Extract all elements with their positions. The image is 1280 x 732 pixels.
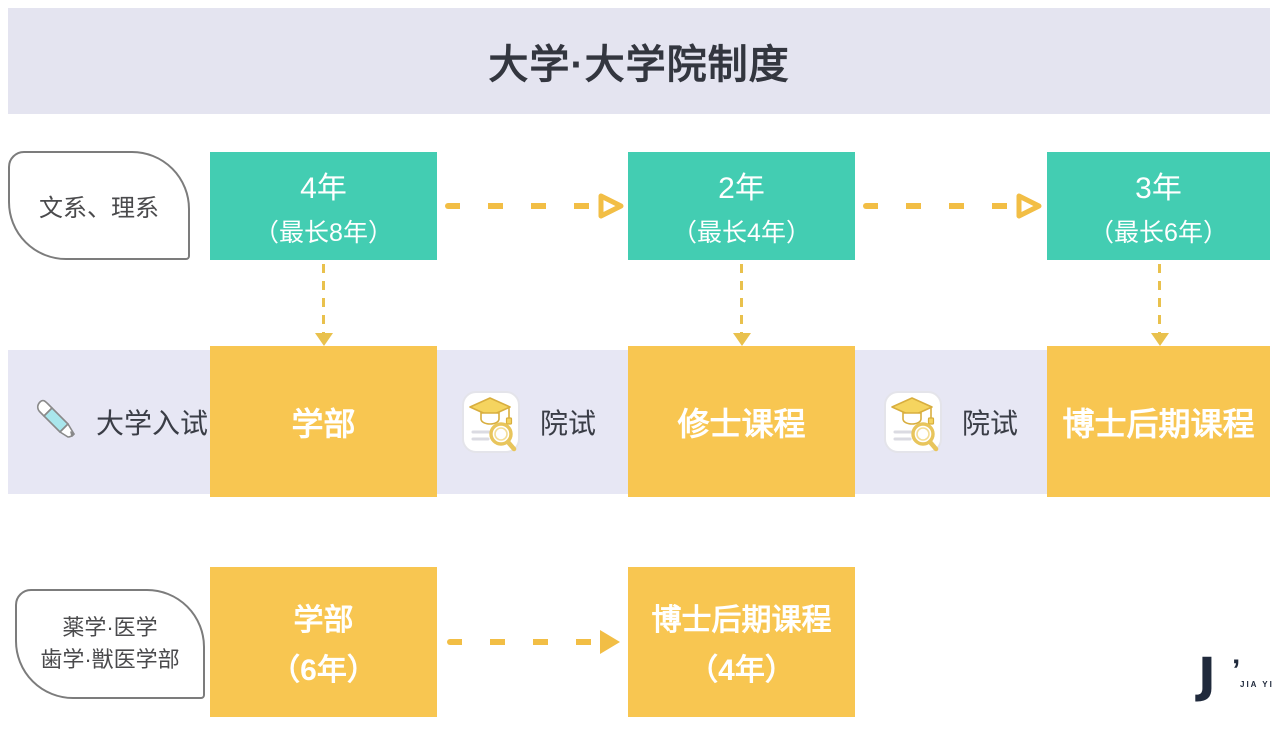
arrow-master-to-doctor bbox=[863, 203, 1015, 209]
arrowhead-hollow-right-icon bbox=[1016, 193, 1042, 219]
stage-medical-undergrad: 学部 （6年） bbox=[210, 567, 437, 717]
track-label-general-text: 文系、理系 bbox=[39, 195, 159, 222]
arrowhead-right-icon bbox=[600, 630, 620, 654]
stage-line2: （最长8年） bbox=[254, 219, 393, 247]
stage-line2: （6年） bbox=[270, 654, 377, 687]
arrowhead-down-icon bbox=[733, 333, 751, 346]
arrow-medical-to-doctor bbox=[447, 639, 597, 645]
stage-line1: 学部 bbox=[293, 604, 354, 637]
exam-doc-icon bbox=[462, 391, 520, 453]
grad-exam-label: 院试 bbox=[962, 408, 1019, 439]
arrowhead-down-icon bbox=[315, 333, 333, 346]
grad-exam-label: 院试 bbox=[540, 408, 597, 439]
stage-line1: 2年 bbox=[718, 172, 765, 205]
program-undergrad: 学部 bbox=[210, 346, 437, 497]
program-label: 学部 bbox=[291, 405, 356, 442]
stage-line2: （4年） bbox=[688, 654, 795, 687]
arrow-undergrad-to-master bbox=[445, 203, 597, 209]
stage-line1: 3年 bbox=[1135, 172, 1182, 205]
stage-doctor-duration: 3年 （最长6年） bbox=[1047, 152, 1270, 260]
grad-exam-group-2: 院试 bbox=[882, 350, 1018, 494]
entrance-exam-group: 大学入试 bbox=[30, 350, 208, 494]
arrow-down-master bbox=[740, 264, 743, 334]
entrance-exam-label: 大学入试 bbox=[96, 408, 209, 439]
program-doctor: 博士后期课程 bbox=[1047, 346, 1270, 497]
logo-letter: J bbox=[1198, 648, 1216, 704]
stage-line2: （最长4年） bbox=[672, 219, 811, 247]
track-label-general: 文系、理系 bbox=[8, 151, 190, 260]
arrowhead-hollow-right-icon bbox=[598, 193, 624, 219]
header-banner: 大学·大学院制度 bbox=[8, 8, 1270, 114]
track-label-medical-line1: 薬学·医学 bbox=[62, 615, 158, 640]
page-title: 大学·大学院制度 bbox=[488, 43, 790, 87]
pencil-icon bbox=[36, 399, 75, 438]
program-master: 修士课程 bbox=[628, 346, 855, 497]
arrow-down-undergrad bbox=[322, 264, 325, 334]
stage-undergrad-duration: 4年 （最长8年） bbox=[210, 152, 437, 260]
logo-subtext: JIA YI bbox=[1240, 680, 1274, 689]
arrow-down-doctor bbox=[1158, 264, 1161, 334]
arrowhead-down-icon bbox=[1151, 333, 1169, 346]
logo-apostrophe: ’ bbox=[1232, 654, 1241, 687]
stage-line2: （最长6年） bbox=[1089, 219, 1228, 247]
stage-line1: 4年 bbox=[300, 172, 347, 205]
stage-line1: 博士后期课程 bbox=[651, 604, 832, 637]
stage-medical-doctor: 博士后期课程 （4年） bbox=[628, 567, 855, 717]
grad-exam-group-1: 院试 bbox=[460, 350, 596, 494]
stage-master-duration: 2年 （最长4年） bbox=[628, 152, 855, 260]
program-label: 修士课程 bbox=[677, 405, 806, 442]
program-label: 博士后期课程 bbox=[1062, 405, 1255, 442]
exam-doc-icon bbox=[884, 391, 942, 453]
track-label-medical-line2: 歯学·獣医学部 bbox=[40, 647, 180, 672]
track-label-medical: 薬学·医学 歯学·獣医学部 bbox=[15, 589, 205, 699]
brand-logo: J ’ JIA YI bbox=[1198, 652, 1278, 712]
